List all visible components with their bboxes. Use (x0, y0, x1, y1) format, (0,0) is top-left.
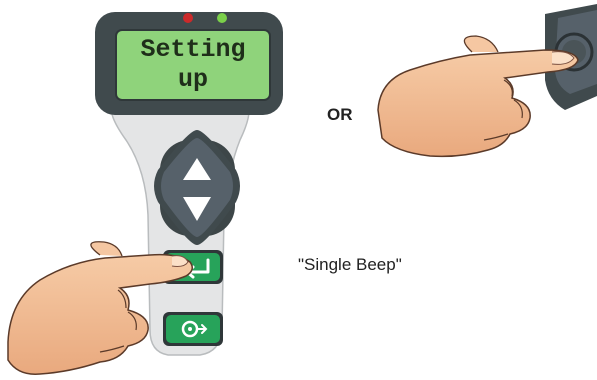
lcd-line-2: up (178, 65, 208, 94)
red-led (183, 13, 193, 23)
trigger-button[interactable] (163, 312, 223, 346)
green-led (217, 13, 227, 23)
single-beep-caption: "Single Beep" (298, 255, 402, 274)
or-label: OR (327, 105, 353, 124)
lcd-line-1: Setting (140, 35, 245, 64)
hand-pressing-trigger (378, 36, 578, 156)
